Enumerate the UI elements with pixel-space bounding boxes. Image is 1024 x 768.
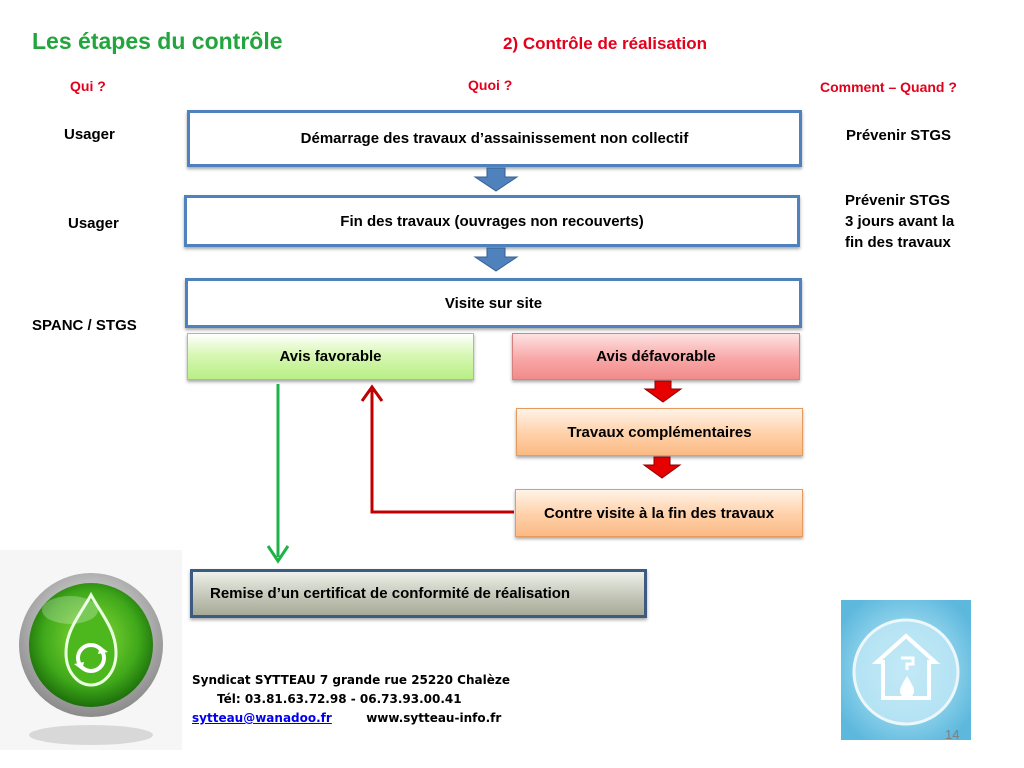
step-end-works-box: Fin des travaux (ouvrages non recouverts…: [184, 195, 800, 247]
page-title: Les étapes du contrôle: [32, 28, 283, 54]
when-line: 3 jours avant la: [845, 213, 955, 230]
down-arrow-icon: [643, 380, 683, 403]
footer-website: www.sytteau-info.fr: [366, 711, 502, 725]
column-header-who: Qui ?: [70, 78, 106, 94]
arrowhead-icon: [360, 384, 384, 402]
when-line: fin des travaux: [845, 234, 951, 251]
who-label-start: Usager: [64, 126, 115, 143]
step-site-visit-box: Visite sur site: [185, 278, 802, 328]
step-start-works-box: Démarrage des travaux d’assainissement n…: [187, 110, 802, 167]
column-header-what: Quoi ?: [468, 77, 513, 93]
certificate-box: Remise d’un certificat de conformité de …: [190, 569, 647, 618]
footer-phone: Tél: 03.81.63.72.98 - 06.73.93.00.41: [217, 692, 462, 706]
unfavorable-opinion-box: Avis défavorable: [512, 333, 800, 380]
favorable-opinion-box: Avis favorable: [187, 333, 474, 380]
who-label-end-works: Usager: [68, 215, 119, 232]
arrowhead-icon: [266, 545, 290, 564]
page-number: 14: [945, 727, 960, 742]
counter-visit-box: Contre visite à la fin des travaux: [515, 489, 803, 537]
who-label-visit: SPANC / STGS: [32, 317, 137, 334]
down-arrow-icon: [473, 167, 519, 192]
extra-works-box: Travaux complémentaires: [516, 408, 803, 456]
house-water-drop-logo-icon: [841, 600, 971, 740]
when-line: Prévenir STGS: [845, 192, 951, 209]
footer-contact: sytteau@wanadoo.fr www.sytteau-info.fr: [192, 711, 501, 725]
when-label-end-works: Prévenir STGS 3 jours avant la fin des t…: [845, 190, 954, 253]
footer-address: Syndicat SYTTEAU 7 grande rue 25220 Chal…: [192, 673, 510, 687]
column-header-how-when: Comment – Quand ?: [820, 79, 957, 95]
down-arrow-icon: [473, 247, 519, 272]
footer-email-link[interactable]: sytteau@wanadoo.fr: [192, 711, 332, 725]
water-drop-recycle-logo-icon: [0, 550, 182, 750]
when-label-start: Prévenir STGS: [846, 127, 952, 144]
down-arrow-icon: [642, 456, 682, 479]
page-subtitle: 2) Contrôle de réalisation: [503, 34, 708, 53]
counter-visit-return-arrow: [370, 390, 514, 514]
